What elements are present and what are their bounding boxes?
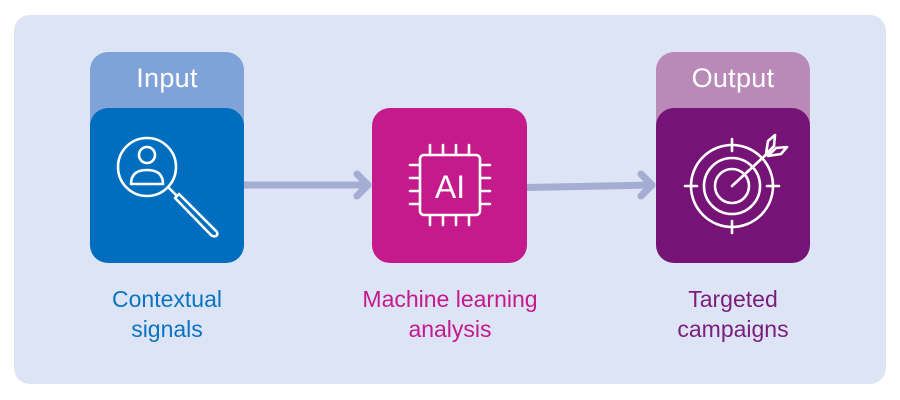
output-caption-line2: campaigns bbox=[677, 316, 789, 342]
ai-stage-box: AI bbox=[372, 108, 527, 263]
ai-caption-line2: analysis bbox=[408, 316, 492, 342]
input-caption-line2: signals bbox=[131, 316, 203, 342]
ai-caption-line1: Machine learning bbox=[362, 286, 538, 312]
arrow-right-icon bbox=[240, 170, 372, 200]
input-caption-line1: Contextual bbox=[112, 286, 222, 312]
input-stage-box bbox=[90, 108, 244, 263]
output-caption-line1: Targeted bbox=[688, 286, 778, 312]
ai-caption: Machine learning analysis bbox=[330, 284, 570, 344]
input-caption: Contextual signals bbox=[47, 284, 287, 344]
arrow-right-icon bbox=[523, 170, 656, 200]
output-stage-box bbox=[656, 108, 810, 263]
target-arrow-icon bbox=[683, 133, 789, 235]
user-search-icon bbox=[116, 136, 219, 238]
output-caption: Targeted campaigns bbox=[613, 284, 853, 344]
ai-chip-icon: AI bbox=[408, 143, 492, 227]
ai-chip-label: AI bbox=[435, 169, 465, 205]
